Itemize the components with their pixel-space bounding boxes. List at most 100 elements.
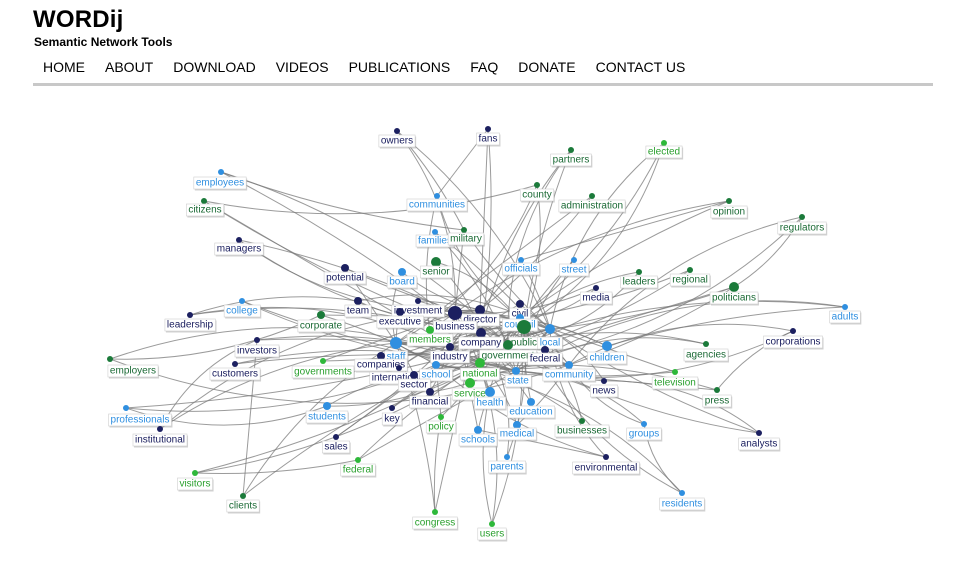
- network-node-label: news: [592, 386, 615, 397]
- network-edge: [568, 364, 718, 391]
- network-label-box: [214, 242, 264, 256]
- network-node-label: press: [705, 396, 729, 407]
- network-node-leaders: leaders: [620, 269, 659, 290]
- network-node-communities: communities: [406, 193, 469, 213]
- network-label-box: [344, 304, 372, 318]
- network-label-box: [412, 516, 458, 530]
- network-label-box: [340, 463, 376, 477]
- network-label-box: [477, 527, 507, 541]
- network-label-box: [669, 273, 711, 287]
- network-node-education: education: [507, 398, 556, 420]
- network-node-dot: [714, 387, 720, 393]
- network-edge: [159, 342, 397, 430]
- network-node-visitors: visitors: [177, 470, 214, 492]
- network-node-label: members: [409, 335, 451, 346]
- network-label-box: [476, 132, 500, 146]
- network-node-label: investment: [394, 306, 443, 317]
- network-node-professionals: professionals: [108, 405, 173, 428]
- network-edge: [568, 216, 803, 366]
- nav-faq[interactable]: FAQ: [470, 59, 499, 75]
- network-node-dot: [513, 421, 521, 429]
- network-edge: [716, 330, 794, 391]
- network-edge: [242, 339, 258, 497]
- network-node-label: corporate: [300, 321, 343, 332]
- network-node-label: administration: [561, 201, 623, 212]
- nav-about[interactable]: ABOUT: [105, 59, 154, 75]
- network-node-dot: [432, 229, 438, 235]
- network-node-dot: [123, 405, 129, 411]
- network-node-label: congress: [415, 518, 456, 529]
- network-node-dot: [390, 337, 402, 349]
- network-edge: [603, 380, 760, 434]
- network-node-dot: [434, 193, 440, 199]
- network-label-box: [223, 304, 261, 318]
- network-node-dot: [475, 305, 485, 315]
- network-label-box: [709, 291, 759, 305]
- network-label-box: [406, 198, 468, 212]
- network-label-box: [504, 374, 532, 388]
- network-label-box: [537, 336, 563, 350]
- network-label-box: [186, 203, 224, 217]
- site-logo[interactable]: WORDij: [33, 6, 124, 33]
- nav-publications[interactable]: PUBLICATIONS: [348, 59, 451, 75]
- network-node-dot: [504, 454, 510, 460]
- network-node-label: officials: [504, 264, 537, 275]
- network-label-box: [322, 440, 350, 454]
- network-label-box: [193, 176, 247, 190]
- nav-home[interactable]: HOME: [43, 59, 85, 75]
- nav-videos[interactable]: VIDEOS: [275, 59, 329, 75]
- network-node-label: media: [582, 293, 610, 304]
- network-node-dot: [485, 387, 495, 397]
- network-label-box: [474, 396, 506, 410]
- nav-contact-us[interactable]: CONTACT US: [595, 59, 686, 75]
- network-node-senior: senior: [420, 257, 454, 280]
- network-node-label: companies: [357, 360, 405, 371]
- network-node-label: team: [347, 306, 369, 317]
- network-edge: [454, 200, 730, 314]
- network-node-label: military: [450, 234, 482, 245]
- network-node-dot: [541, 346, 549, 354]
- network-node-dot: [534, 182, 540, 188]
- network-node-schools: schools: [458, 426, 498, 448]
- network-node-residents: residents: [659, 490, 706, 512]
- nav-donate[interactable]: DONATE: [518, 59, 576, 75]
- network-edge: [523, 142, 665, 328]
- network-node-fans: fans: [476, 126, 501, 147]
- network-label-box: [323, 271, 367, 285]
- network-node-companies: companies: [354, 352, 409, 373]
- network-node-dot: [461, 227, 467, 233]
- network-node-label: executive: [379, 317, 422, 328]
- network-edge: [477, 429, 607, 458]
- network-edge: [482, 391, 493, 525]
- network-node-community: community: [542, 361, 597, 383]
- network-label-box: [297, 319, 345, 333]
- network-edge: [242, 342, 397, 497]
- network-node-dot: [415, 298, 421, 304]
- network-label-box: [777, 221, 827, 235]
- network-node-dot: [672, 369, 678, 375]
- network-node-dot: [687, 267, 693, 273]
- network-node-dot: [396, 365, 402, 371]
- network-label-box: [425, 420, 457, 434]
- network-node-label: corporations: [765, 337, 820, 348]
- network-node-label: regulators: [780, 223, 824, 234]
- network-edge: [395, 184, 538, 344]
- network-node-health: health: [474, 387, 507, 411]
- network-node-label: international: [372, 373, 426, 384]
- network-node-label: opinion: [713, 207, 745, 218]
- network-node-label: potential: [326, 273, 364, 284]
- network-node-dot: [518, 257, 524, 263]
- network-node-label: employees: [196, 178, 244, 189]
- network-node-dot: [485, 126, 491, 132]
- nav-download[interactable]: DOWNLOAD: [173, 59, 256, 75]
- network-node-dot: [636, 269, 642, 275]
- network-label-box: [829, 310, 861, 324]
- network-node-dot: [426, 326, 434, 334]
- network-label-box: [132, 433, 188, 447]
- network-node-congress: congress: [412, 509, 459, 531]
- network-label-box: [406, 333, 454, 347]
- network-edge: [109, 314, 322, 360]
- network-node-dot: [254, 337, 260, 343]
- network-node-label: county: [522, 190, 551, 201]
